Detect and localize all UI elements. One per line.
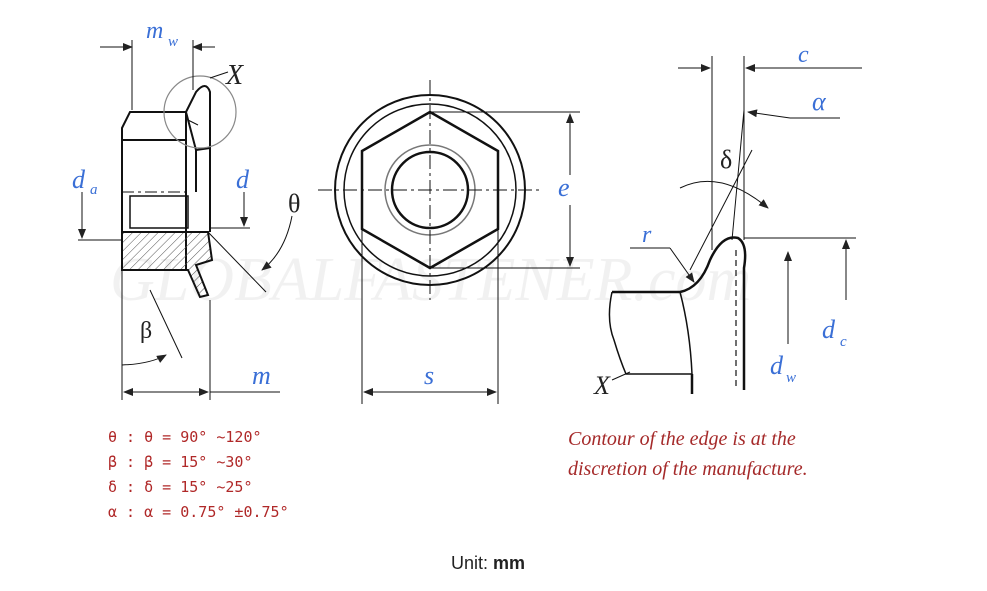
dc-label: d (822, 315, 836, 344)
s-label: s (424, 361, 434, 390)
angle-notes: θ : θ = 90° ~120° β : β = 15° ~30° δ : δ… (108, 425, 289, 525)
mw-label: m (146, 18, 163, 44)
c-label: c (798, 42, 809, 68)
m-label: m (252, 361, 271, 390)
detail-circle (163, 75, 237, 149)
r-leader (630, 247, 695, 283)
note-beta: β : β = 15° ~30° (108, 453, 253, 471)
e-dimension (432, 111, 580, 269)
top-view (318, 80, 542, 300)
dc-dimension (744, 237, 856, 300)
da-dimension (78, 192, 122, 241)
theta-angle (207, 215, 293, 293)
d-label: d (236, 165, 250, 194)
unit-value: mm (493, 553, 526, 573)
mw-dimension (100, 40, 215, 110)
da-subscript: a (90, 182, 98, 198)
r-label: r (642, 222, 652, 248)
e-label: e (558, 173, 570, 202)
unit-prefix: Unit: (450, 553, 493, 573)
contour-note: Contour of the edge is at the discretion… (568, 424, 908, 484)
theta-label: θ (288, 189, 300, 218)
beta-label: β (140, 318, 152, 344)
note-alpha: α : α = 0.75° ±0.75° (108, 503, 289, 521)
delta-angle (679, 149, 769, 271)
d-dimension (210, 192, 250, 229)
alpha-angle (731, 109, 840, 241)
beta-angle (121, 270, 183, 400)
note-theta: θ : θ = 90° ~120° (108, 428, 262, 446)
detail-x-view (608, 56, 747, 394)
da-label: d (72, 165, 86, 194)
contour-note-line2: discretion of the manufacture. (568, 458, 808, 480)
dc-subscript: c (840, 334, 847, 350)
contour-note-line1: Contour of the edge is at the (568, 428, 796, 450)
delta-label: δ (720, 145, 732, 174)
flange-nut-drawing: GLOBALFASTENER.com m w X d a (72, 18, 862, 404)
detail-x-label-right: X (593, 371, 611, 400)
m-dimension (123, 300, 280, 400)
dw-label: d (770, 351, 784, 380)
dw-subscript: w (786, 370, 796, 386)
alpha-label: α (812, 87, 827, 116)
unit-caption: Unit: mm (0, 553, 976, 574)
s-dimension (361, 230, 499, 404)
note-delta: δ : δ = 15° ~25° (108, 478, 253, 496)
mw-subscript: w (168, 34, 178, 50)
side-view (121, 85, 214, 299)
detail-x-label-left: X (225, 60, 244, 91)
watermark-text: GLOBALFASTENER.com (110, 246, 751, 314)
